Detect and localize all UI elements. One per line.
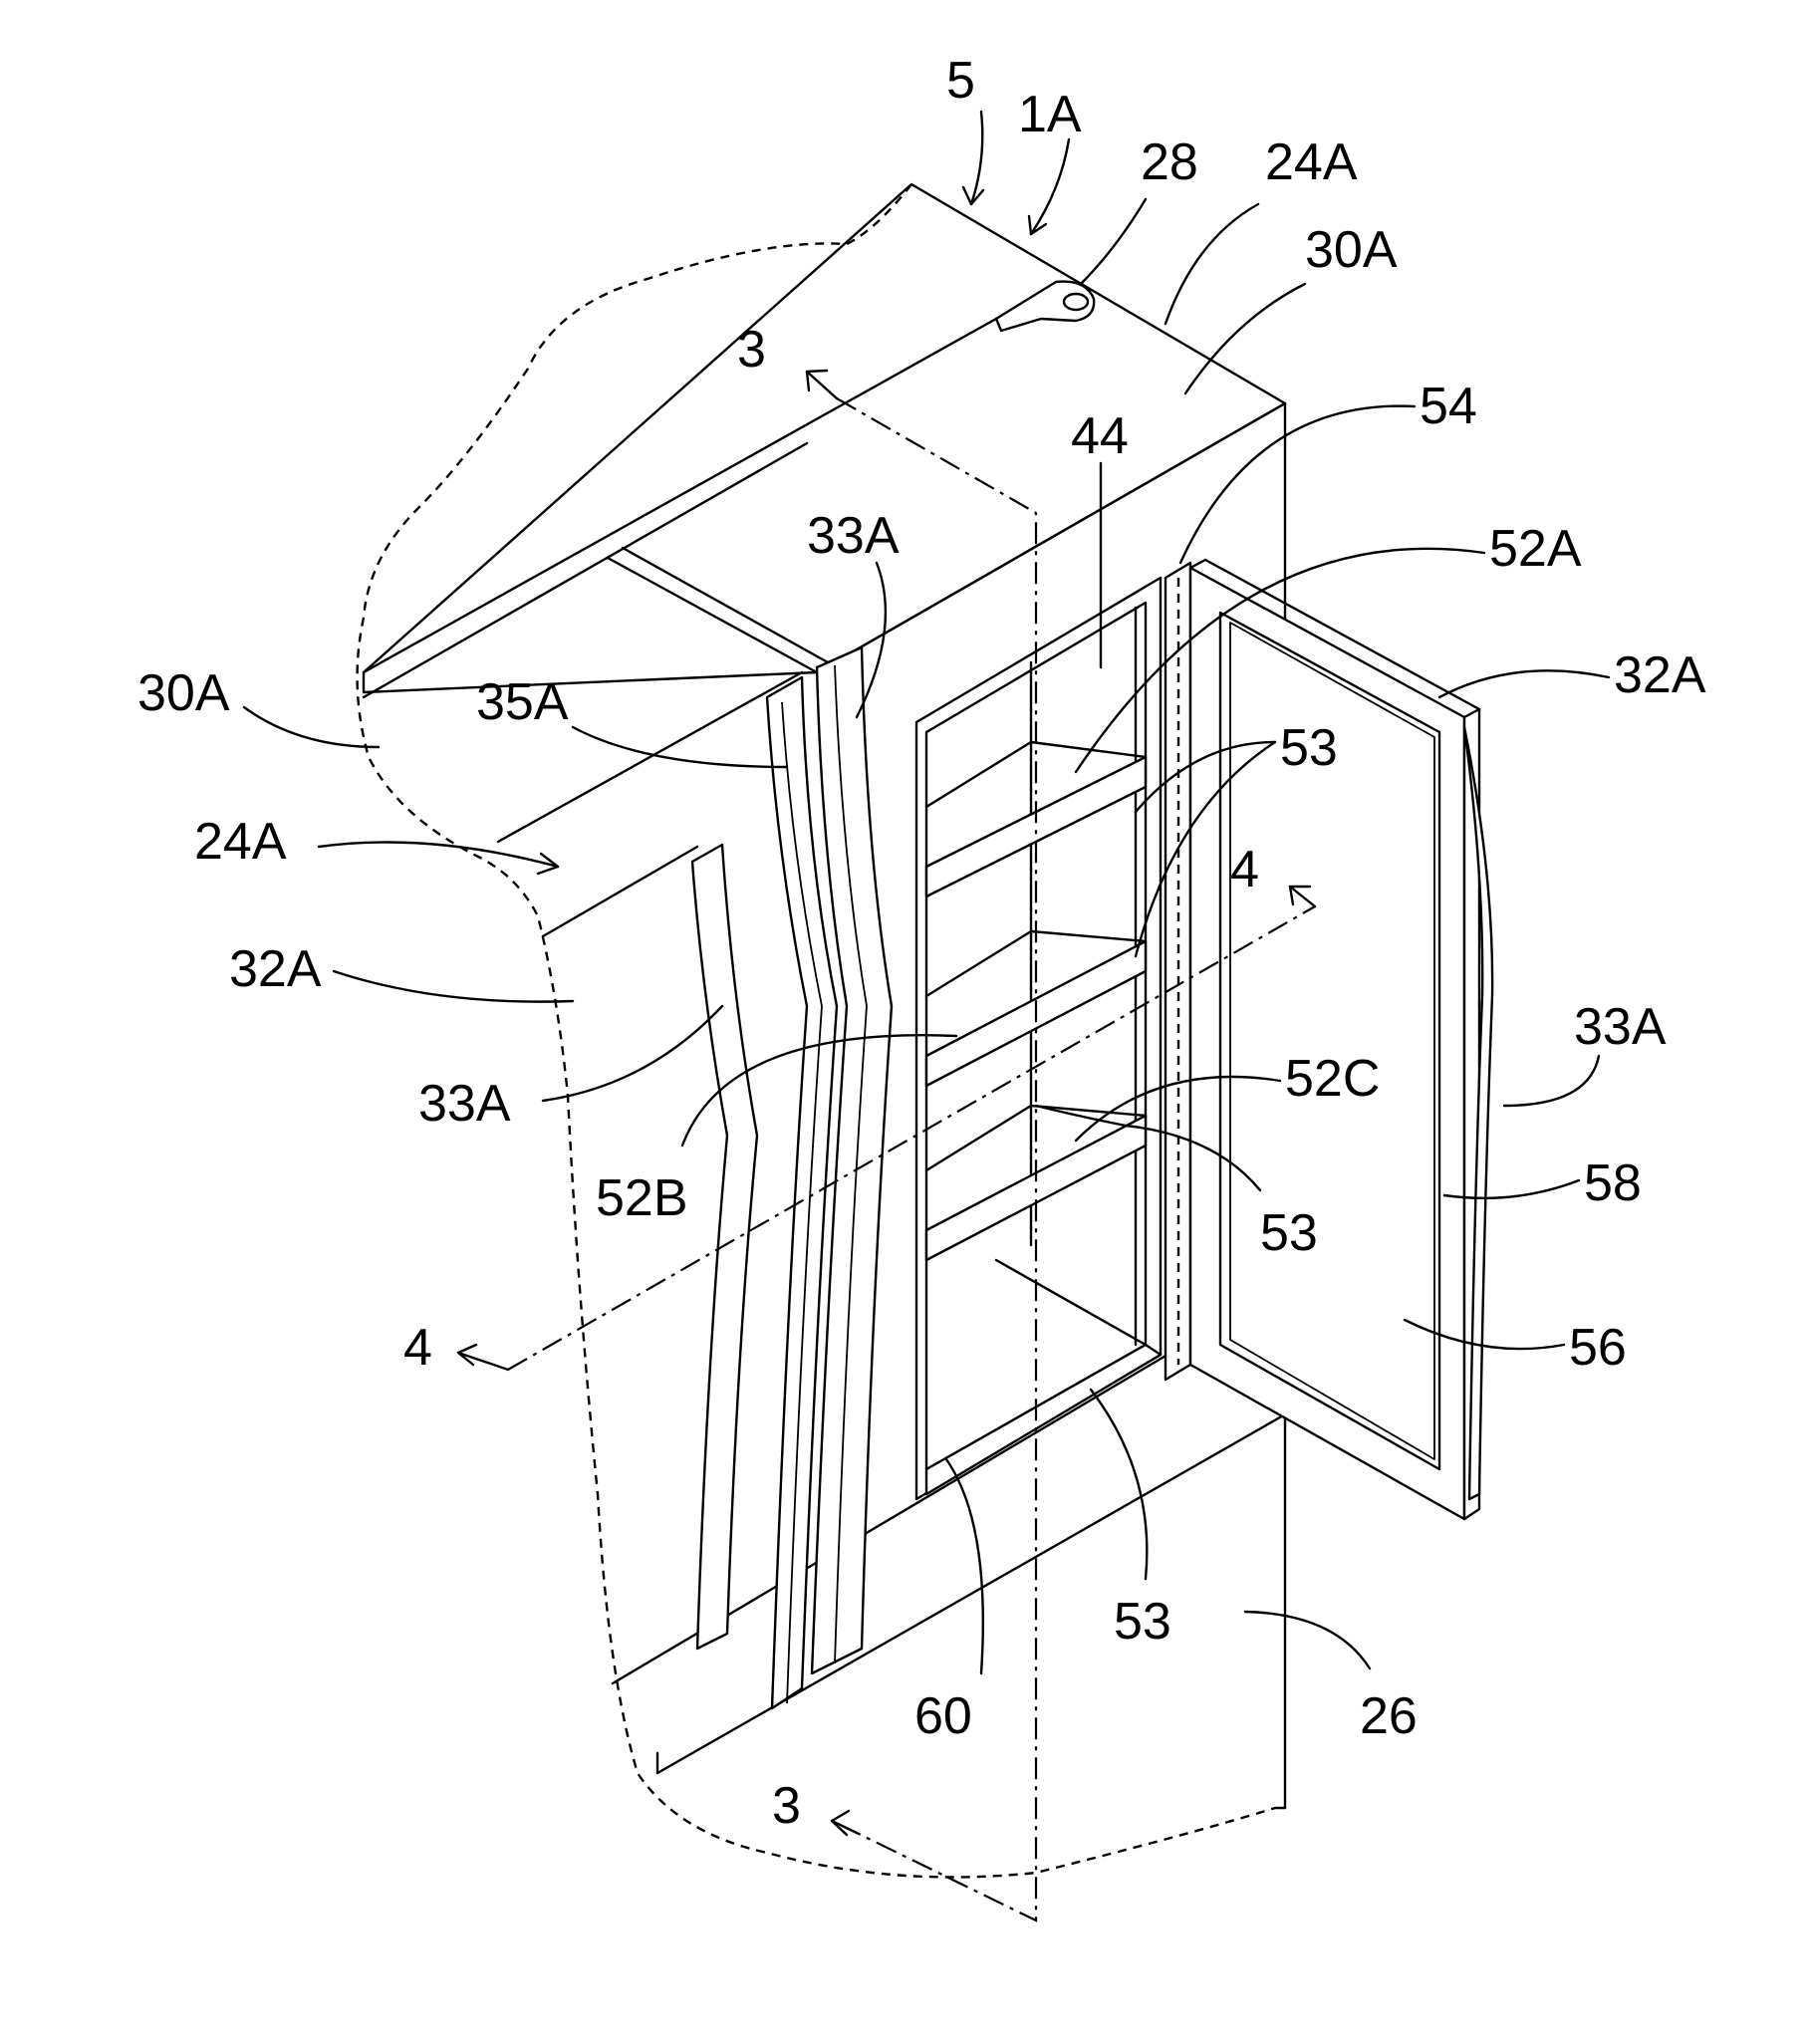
label-33A-right: 33A [1574,998,1667,1056]
label-3-top: 3 [737,321,766,379]
arrow-3-bottom-head [832,1811,849,1835]
label-54: 54 [1420,378,1477,435]
label-4-left: 4 [403,1319,432,1377]
leader-5 [971,112,982,204]
leader-60 [946,1459,983,1673]
cabinet-interior [916,563,1190,1499]
left-rails [692,647,892,1708]
leader-1A [1031,139,1069,234]
label-28: 28 [1141,133,1198,191]
leader-24A-left [319,843,558,868]
leader-24A-top [1166,204,1258,324]
front-left-top-edge-2 [543,847,697,936]
label-35A: 35A [476,673,569,731]
label-32A-left: 32A [229,940,322,998]
label-24A-left: 24A [194,813,287,871]
label-44: 44 [1071,407,1129,465]
left-handle-33A [692,845,757,1649]
label-60: 60 [914,1687,972,1745]
label-52C: 52C [1285,1050,1380,1108]
label-4-right: 4 [1230,841,1259,898]
gasket-strip-54 [1166,563,1190,1380]
label-52A: 52A [1489,520,1582,578]
leader-35A [573,727,787,767]
label-33A-mid: 33A [807,507,900,565]
leader-32A-right [1439,670,1609,697]
leader-26 [1245,1612,1370,1668]
label-5: 5 [946,52,975,110]
label-53-b: 53 [1260,1204,1318,1262]
open-door [1190,560,1492,1519]
door-panel-32A [1190,568,1464,1519]
label-26: 26 [1360,1687,1418,1745]
label-58: 58 [1584,1154,1642,1212]
label-24A-top: 24A [1265,133,1358,191]
label-3-bottom: 3 [772,1777,801,1835]
label-53-c: 53 [1114,1593,1171,1651]
label-52B: 52B [596,1169,688,1227]
label-56: 56 [1569,1319,1627,1377]
arrow-4-left [458,1353,508,1370]
leader-32A-left [334,971,573,1002]
label-30A-top: 30A [1305,221,1398,279]
leader-33A-right [1504,1056,1599,1106]
label-53-a: 53 [1280,719,1338,777]
label-33A-left: 33A [418,1075,511,1133]
label-1A: 1A [1018,86,1082,143]
label-32A-right: 32A [1614,646,1706,704]
leader-33A-left [543,1006,722,1101]
leader-53-c [1091,1390,1147,1579]
hinge-pin [1064,294,1088,310]
leader-28 [1081,199,1146,284]
label-30A-left: 30A [137,664,230,722]
